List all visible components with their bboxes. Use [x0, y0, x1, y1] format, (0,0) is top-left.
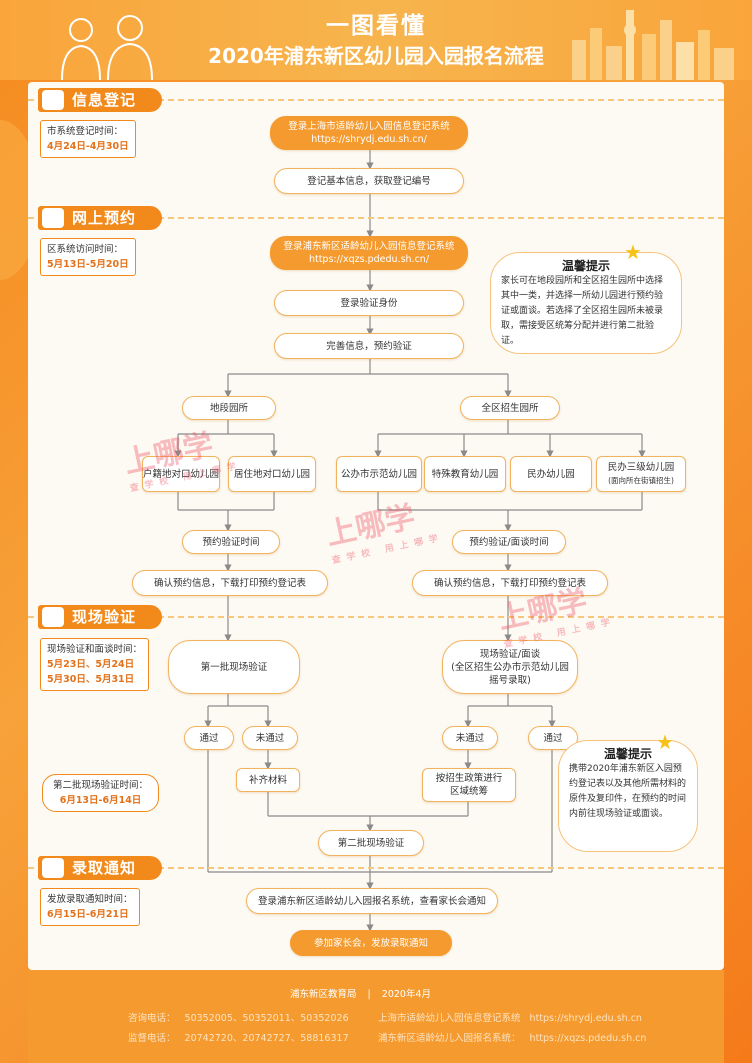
node-district-coordination: 按招生政策进行 区域统筹 — [422, 768, 516, 802]
parent-figure-icon — [107, 15, 153, 80]
person-icon — [42, 208, 64, 228]
node-private-level3: 民办三级幼儿园 (面向所在街镇招生) — [596, 456, 686, 492]
section-divider — [28, 867, 724, 869]
footer: 浦东新区教育局 | 2020年4月 咨询电话： 50352005、5035201… — [28, 970, 724, 1063]
page-title: 一图看懂 — [326, 13, 426, 39]
tip-cloud-onsite: 温馨提示 携带2020年浦东新区入园预约登记表以及其他所需材料的原件及复印件，在… — [558, 740, 698, 852]
node-all-district-schools: 全区招生园所 — [460, 396, 560, 420]
footer-system2: 浦东新区适龄幼儿入园报名系统： https://xqzs.pdedu.sh.cn — [378, 1033, 647, 1044]
footer-consult-phones: 咨询电话： 50352005、50352011、50352026 — [128, 1013, 349, 1024]
node-special-education: 特殊教育幼儿园 — [424, 456, 506, 492]
second-check-time-box: 第二批现场验证时间： 6月13日-6月14日 — [42, 774, 160, 812]
header: 一图看懂 2020年浦东新区幼儿园入园报名流程 — [0, 0, 752, 80]
node-public-model-kindergarten: 公办市示范幼儿园 — [336, 456, 422, 492]
person-icon — [42, 858, 64, 878]
section-divider — [28, 616, 724, 618]
tip-cloud-booking: 温馨提示 家长可在地段园所和全区招生园所中选择其中一类，并选择一所幼儿园进行预约… — [490, 252, 682, 354]
star-icon: ★ — [624, 240, 642, 264]
flow-panel: 信息登记 网上预约 现场验证 录取通知 市系统登记时间： 4月24日-4月30日… — [28, 82, 724, 970]
node-confirm-right: 确认预约信息，下载打印预约登记表 — [412, 570, 608, 596]
section-tab-admission-notice: 录取通知 — [38, 856, 162, 880]
person-icon — [42, 90, 64, 110]
footer-supervise-phones: 监督电话： 20742720、20742727、58816317 — [128, 1033, 349, 1044]
node-complete-info: 完善信息，预约验证 — [274, 333, 464, 359]
node-city-login: 登录上海市适龄幼儿入园信息登记系统 https://shrydj.edu.sh.… — [270, 116, 468, 150]
section-tab-onsite-check: 现场验证 — [38, 605, 162, 629]
node-supplement-materials: 补齐材料 — [236, 768, 300, 792]
node-verify-identity: 登录验证身份 — [274, 290, 464, 316]
star-icon: ★ — [656, 730, 674, 754]
section-tab-registration: 信息登记 — [38, 88, 162, 112]
section-tab-online-booking: 网上预约 — [38, 206, 162, 230]
node-view-parent-meeting: 登录浦东新区适龄幼儿入园报名系统，查看家长会通知 — [246, 888, 498, 914]
node-register-info: 登记基本信息，获取登记编号 — [274, 168, 464, 194]
node-pass-left: 通过 — [184, 726, 234, 750]
section-divider — [28, 217, 724, 219]
person-icon — [42, 607, 64, 627]
node-fail-left: 未通过 — [242, 726, 298, 750]
section-divider — [28, 99, 724, 101]
onsite-time-box: 现场验证和面谈时间： 5月23日、5月24日 5月30日、5月31日 — [40, 638, 150, 691]
parent-figure-icon — [61, 18, 101, 80]
node-residence-kindergarten: 居住地对口幼儿园 — [228, 456, 316, 492]
node-hukou-kindergarten: 户籍地对口幼儿园 — [142, 456, 220, 492]
node-attend-meeting: 参加家长会，发放录取通知 — [290, 930, 452, 956]
node-booking-interview-time: 预约验证/面谈时间 — [452, 530, 566, 554]
node-second-check: 第二批现场验证 — [318, 830, 424, 856]
node-booking-time: 预约验证时间 — [182, 530, 280, 554]
registration-time-box: 市系统登记时间： 4月24日-4月30日 — [40, 120, 136, 158]
node-pass-right: 通过 — [528, 726, 578, 750]
booking-time-box: 区系统访问时间： 5月13日-5月20日 — [40, 238, 136, 276]
node-first-check: 第一批现场验证 — [168, 640, 300, 694]
node-private-kindergarten: 民办幼儿园 — [510, 456, 592, 492]
node-confirm-left: 确认预约信息，下载打印预约登记表 — [132, 570, 328, 596]
footer-system1: 上海市适龄幼儿入园信息登记系统 https://shrydj.edu.sh.cn — [378, 1013, 642, 1024]
node-district-login: 登录浦东新区适龄幼儿入园信息登记系统 https://xqzs.pdedu.sh… — [270, 236, 468, 270]
page-subtitle: 2020年浦东新区幼儿园入园报名流程 — [208, 44, 544, 68]
city-skyline-icon — [572, 10, 734, 80]
node-onsite-interview: 现场验证/面谈 (全区招生公办市示范幼儿园 摇号录取) — [442, 640, 578, 694]
flow-connectors — [174, 148, 646, 932]
notice-time-box: 发放录取通知时间： 6月15日-6月21日 — [40, 888, 140, 926]
node-fail-right: 未通过 — [442, 726, 498, 750]
footer-org-line: 浦东新区教育局 | 2020年4月 — [290, 989, 432, 1000]
node-district-schools: 地段园所 — [182, 396, 276, 420]
